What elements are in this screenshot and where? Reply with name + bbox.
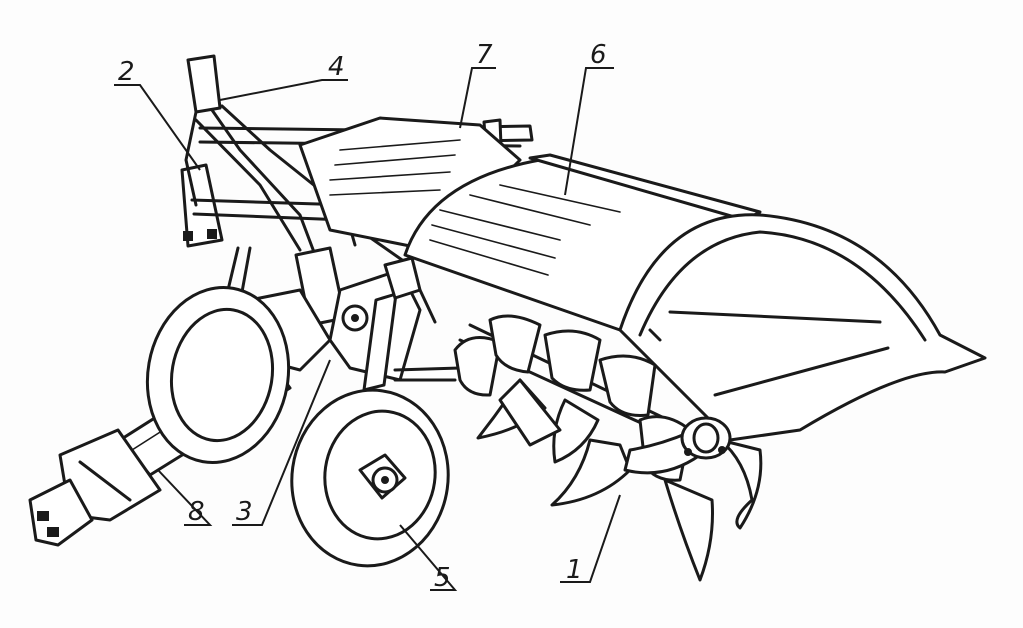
- callout-5: 5: [434, 563, 451, 593]
- rear-wheel: [145, 285, 291, 465]
- callout-1: 1: [566, 555, 583, 585]
- tiller-rotor: [453, 314, 763, 582]
- callouts: 1 2 3 4 5 6 7 8: [118, 40, 607, 593]
- callout-8: 8: [188, 497, 205, 527]
- support-wheel: [290, 388, 450, 568]
- hood-shield: [298, 116, 987, 442]
- callout-4: 4: [328, 52, 345, 82]
- callout-2: 2: [118, 57, 135, 87]
- leader-lines: [114, 67, 621, 591]
- gearbox-side: [328, 256, 462, 392]
- callout-7: 7: [476, 40, 493, 70]
- callout-3: 3: [236, 497, 253, 527]
- callout-6: 6: [590, 40, 607, 70]
